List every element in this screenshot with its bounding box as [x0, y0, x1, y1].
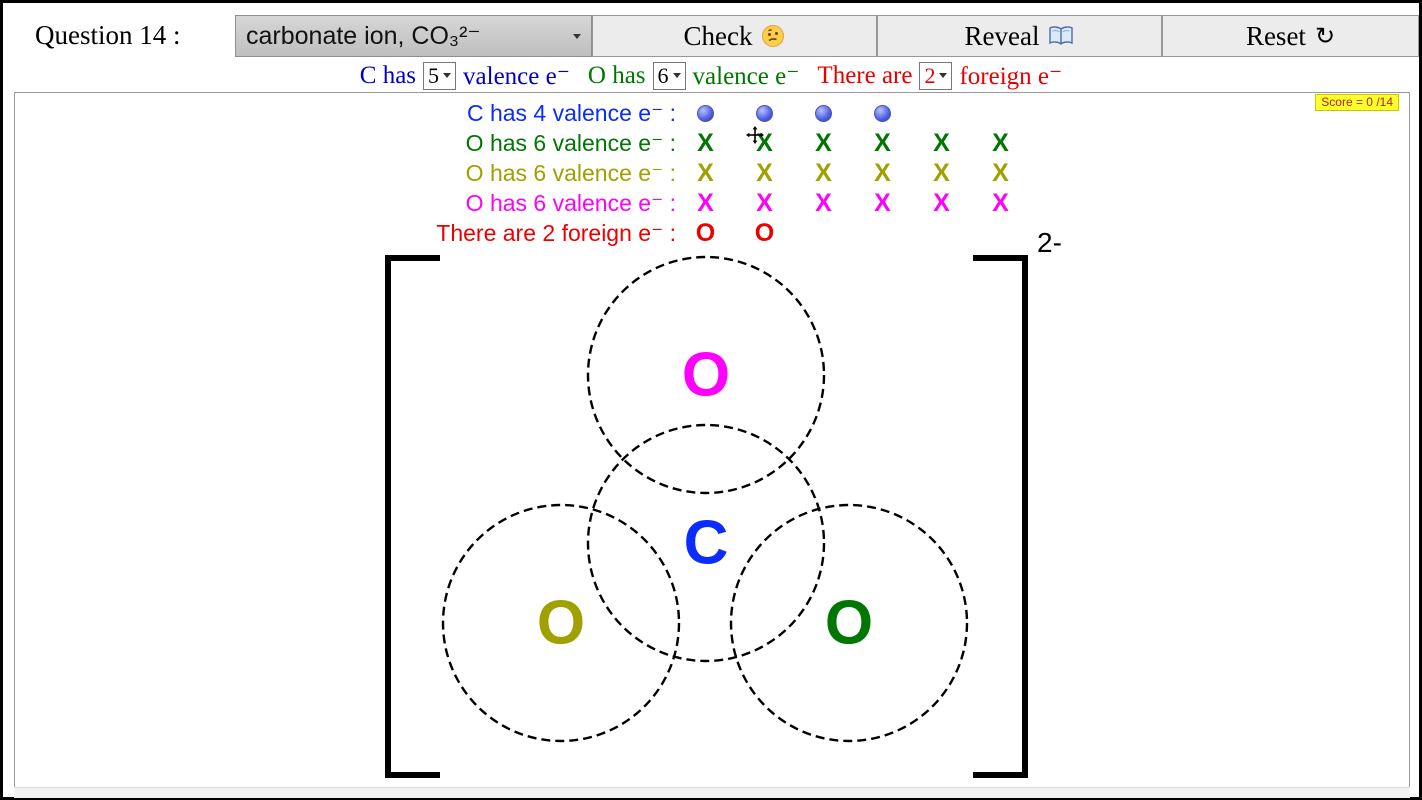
atom-shell-circle[interactable] [586, 255, 826, 495]
reset-button-label: Reset [1245, 20, 1306, 51]
o-has-label: O has [587, 61, 646, 89]
foreign-electron-symbol[interactable]: O [695, 218, 716, 247]
electron-palette: C has 4 valence e⁻ : O has 6 valence e⁻ :… [31, 98, 1030, 248]
c-valence-select[interactable]: 5 [423, 61, 457, 90]
chevron-down-icon [672, 73, 681, 78]
atom-symbol: C [684, 509, 729, 578]
palette-row-label: C has 4 valence e⁻ : [466, 99, 676, 126]
valence-settings-bar: C has 5 valence e⁻ O has 6 valence e⁻ Th… [3, 59, 1419, 92]
atom-shell-circle[interactable] [729, 503, 969, 743]
atom-symbol: O [682, 341, 730, 410]
check-button-label: Check [683, 20, 753, 51]
electron-x-symbol[interactable]: X [992, 158, 1009, 187]
palette-row: O has 6 valence e⁻ : X X X X X X [31, 158, 1030, 188]
c-valence-value: 5 [428, 62, 440, 88]
foreign-electron-value: 2 [924, 62, 936, 88]
reset-arrow-icon: ↻ [1314, 23, 1336, 50]
palette-row: C has 4 valence e⁻ : [31, 98, 1030, 128]
electron-x-symbol[interactable]: X [697, 188, 714, 217]
o-valence-select[interactable]: 6 [652, 61, 686, 90]
electron-x-symbol[interactable]: X [756, 188, 773, 217]
atom-symbol: O [825, 589, 873, 658]
app-window: Question 14 : carbonate ion, CO₃²⁻ Check… [3, 3, 1419, 798]
electron-dot[interactable] [756, 104, 773, 122]
question-label: Question 14 : [35, 20, 181, 50]
atom-shell-circle[interactable] [441, 503, 681, 743]
palette-row: There are 2 foreign e⁻ : O O [31, 218, 1030, 248]
open-book-icon [1049, 26, 1074, 45]
o-valence-label: valence e⁻ [692, 62, 800, 90]
ion-charge-label: 2- [1037, 227, 1062, 258]
electron-x-symbol[interactable]: X [815, 128, 832, 157]
palette-row-label: O has 6 valence e⁻ : [465, 129, 676, 156]
check-button[interactable]: Check [592, 15, 877, 57]
there-are-label: There are [817, 61, 913, 89]
palette-row: O has 6 valence e⁻ : X X X X X X [31, 188, 1030, 218]
palette-row-label: There are 2 foreign e⁻ : [436, 219, 676, 246]
c-has-label: C has [359, 61, 417, 89]
lewis-diagram[interactable]: O C O O [15, 93, 1409, 785]
electron-x-symbol[interactable]: X [933, 158, 950, 187]
electron-x-symbol[interactable]: X [815, 188, 832, 217]
toolbar: Question 14 : carbonate ion, CO₃²⁻ Check… [3, 3, 1419, 59]
electron-x-symbol[interactable]: X [874, 158, 891, 187]
electron-x-symbol[interactable]: X [874, 188, 891, 217]
palette-row-label: O has 6 valence e⁻ : [465, 159, 676, 186]
foreign-electron-label: foreign e⁻ [959, 62, 1063, 90]
molecule-select-value: carbonate ion, CO₃²⁻ [246, 22, 481, 50]
move-cursor-icon [746, 126, 764, 144]
atom-symbol: O [537, 589, 585, 658]
foreign-electron-select[interactable]: 2 [919, 61, 953, 90]
electron-x-symbol[interactable]: X [697, 128, 714, 157]
electron-x-symbol[interactable]: X [874, 128, 891, 157]
left-bracket [385, 255, 440, 778]
electron-x-symbol[interactable]: X [756, 158, 773, 187]
electron-x-symbol[interactable]: X [992, 188, 1009, 217]
thinking-face-icon [762, 25, 785, 47]
palette-row-label: O has 6 valence e⁻ : [465, 189, 676, 216]
electron-x-symbol[interactable]: X [933, 188, 950, 217]
horizontal-scrollbar[interactable] [14, 787, 1410, 798]
chevron-down-icon [573, 33, 581, 39]
lewis-canvas[interactable]: Score = 0 /14 C has 4 valence e⁻ : O has … [14, 92, 1410, 788]
electron-x-symbol[interactable]: X [933, 128, 950, 157]
electron-dot[interactable] [815, 104, 832, 122]
electron-x-symbol[interactable]: X [992, 128, 1009, 157]
electron-dot[interactable] [697, 104, 714, 122]
o-valence-value: 6 [657, 62, 669, 88]
right-bracket [973, 255, 1028, 778]
electron-x-symbol[interactable]: X [815, 158, 832, 187]
reveal-button[interactable]: Reveal [877, 15, 1162, 57]
score-badge: Score = 0 /14 [1315, 94, 1399, 111]
reset-button[interactable]: Reset ↻ [1162, 15, 1419, 57]
chevron-down-icon [939, 73, 948, 78]
reveal-button-label: Reveal [964, 20, 1040, 51]
electron-x-symbol[interactable]: X [697, 158, 714, 187]
atom-shell-circle[interactable] [586, 423, 826, 663]
foreign-electron-symbol[interactable]: O [754, 218, 775, 247]
c-valence-label: valence e⁻ [463, 62, 570, 90]
electron-dot[interactable] [874, 104, 891, 122]
molecule-select[interactable]: carbonate ion, CO₃²⁻ [235, 15, 592, 57]
chevron-down-icon [443, 73, 452, 78]
